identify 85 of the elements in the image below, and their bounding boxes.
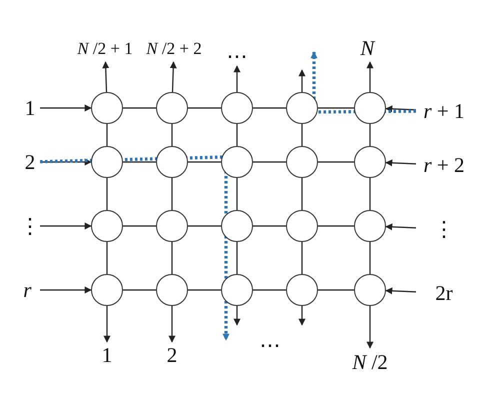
node-circle bbox=[286, 146, 318, 178]
link-line bbox=[318, 161, 354, 163]
arrow bbox=[104, 306, 110, 343]
node-circle bbox=[156, 210, 188, 242]
node-circle bbox=[156, 146, 188, 178]
link-line bbox=[301, 178, 303, 210]
link-line bbox=[369, 124, 371, 146]
link-line bbox=[123, 161, 156, 163]
arrow bbox=[298, 69, 306, 92]
port-label: ⋮ bbox=[20, 213, 40, 239]
arrow bbox=[385, 159, 416, 166]
arrow bbox=[102, 61, 110, 92]
node-circle bbox=[354, 210, 386, 242]
arrow bbox=[40, 222, 92, 230]
link-line bbox=[318, 289, 354, 291]
port-label: N/2 + 1 bbox=[74, 34, 136, 62]
node-circle bbox=[91, 92, 123, 124]
node-circle bbox=[221, 146, 253, 178]
port-label: N/2 + 2 bbox=[143, 34, 205, 62]
link-line bbox=[236, 178, 238, 210]
link-line bbox=[301, 124, 303, 146]
node-circle bbox=[221, 274, 253, 306]
node-circle bbox=[354, 92, 386, 124]
link-line bbox=[236, 242, 238, 274]
link-line bbox=[318, 225, 354, 227]
arrow bbox=[40, 158, 92, 166]
arrow bbox=[234, 306, 240, 326]
port-label: r + 1 bbox=[416, 98, 472, 124]
link-line bbox=[253, 107, 286, 109]
link-line bbox=[123, 107, 156, 109]
link-line bbox=[318, 107, 354, 109]
port-label: N bbox=[358, 34, 382, 62]
link-line bbox=[106, 124, 108, 146]
node-circle bbox=[286, 274, 318, 306]
node-circle bbox=[286, 92, 318, 124]
link-line bbox=[253, 161, 286, 163]
port-label: ⋯ bbox=[223, 46, 251, 66]
arrow bbox=[366, 306, 374, 349]
link-line bbox=[301, 242, 303, 274]
arrow bbox=[168, 306, 176, 343]
link-line bbox=[369, 242, 371, 274]
node-circle bbox=[91, 274, 123, 306]
link-line bbox=[253, 225, 286, 227]
arrow bbox=[170, 61, 177, 92]
port-label: 2 bbox=[20, 149, 40, 175]
link-line bbox=[123, 289, 156, 291]
arrow bbox=[385, 223, 416, 230]
node-circle bbox=[286, 210, 318, 242]
arrow bbox=[234, 65, 240, 92]
link-line bbox=[106, 178, 108, 210]
port-label: 1 bbox=[20, 95, 40, 121]
link-line bbox=[171, 124, 173, 146]
arrow bbox=[40, 286, 92, 294]
node-circle bbox=[91, 146, 123, 178]
arrow bbox=[385, 105, 416, 112]
port-label: 2r bbox=[416, 280, 472, 306]
arrow bbox=[298, 306, 306, 326]
arrow bbox=[385, 287, 416, 294]
link-line bbox=[236, 124, 238, 146]
node-circle bbox=[221, 210, 253, 242]
arrow bbox=[40, 104, 92, 112]
link-line bbox=[106, 242, 108, 274]
node-circle bbox=[156, 92, 188, 124]
node-circle bbox=[221, 92, 253, 124]
ellipsis-label: ⋯ bbox=[258, 335, 282, 355]
link-line bbox=[123, 225, 156, 227]
port-label: r bbox=[20, 277, 40, 303]
port-label: ⋮ bbox=[416, 216, 472, 242]
node-circle bbox=[91, 210, 123, 242]
link-line bbox=[171, 242, 173, 274]
port-label: N/2 bbox=[348, 348, 392, 376]
link-line bbox=[188, 289, 221, 291]
link-line bbox=[369, 178, 371, 210]
link-line bbox=[253, 289, 286, 291]
node-circle bbox=[354, 146, 386, 178]
link-line bbox=[188, 161, 221, 163]
link-line bbox=[188, 225, 221, 227]
node-circle bbox=[354, 274, 386, 306]
link-line bbox=[171, 178, 173, 210]
port-label: 1 bbox=[99, 342, 115, 368]
arrow bbox=[366, 61, 374, 92]
port-label: r + 2 bbox=[416, 152, 472, 178]
link-line bbox=[188, 107, 221, 109]
port-label: 2 bbox=[164, 342, 180, 368]
node-circle bbox=[156, 274, 188, 306]
